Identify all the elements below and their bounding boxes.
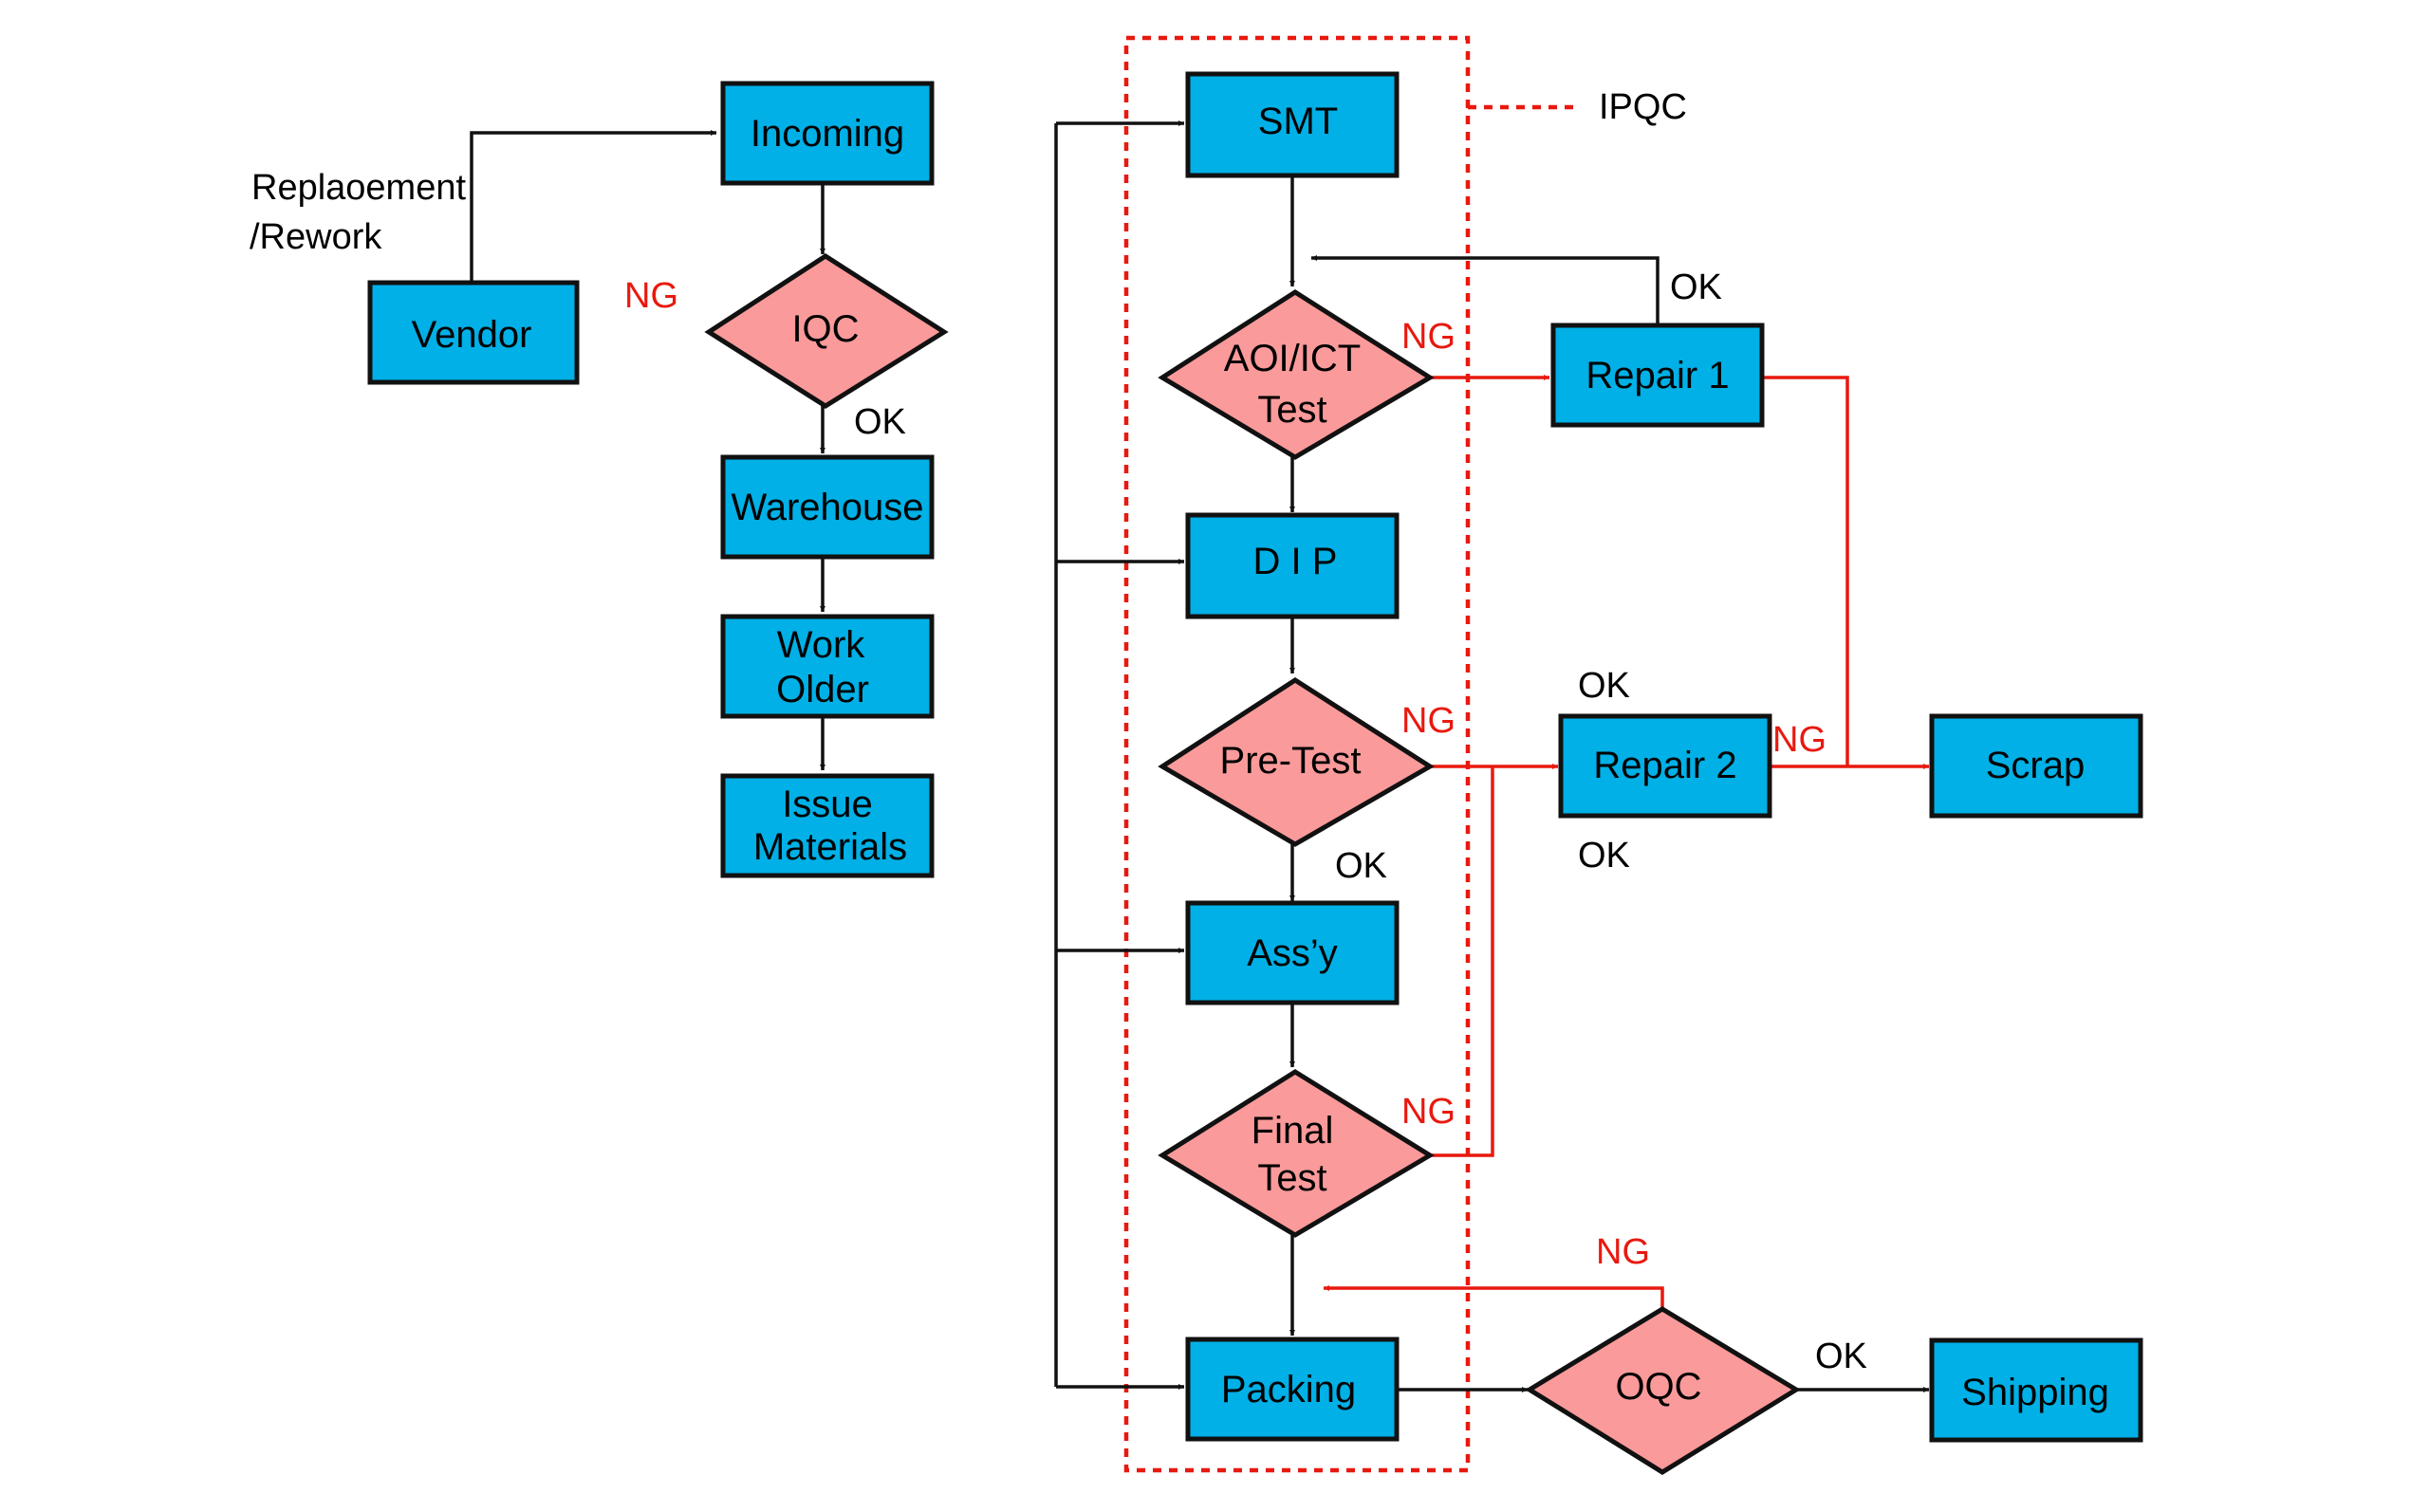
repair-2-label: Repair 2 [1593, 745, 1736, 786]
pre-test-label: Pre-Test [1220, 740, 1362, 782]
packing-box [1185, 1337, 1400, 1442]
incoming-label: Incoming [751, 113, 904, 155]
repair-1-label: Repair 1 [1585, 355, 1729, 396]
issue-materials-label-line-1: Issue [782, 784, 873, 825]
scrap-label: Scrap [1986, 745, 2086, 786]
repair-1-box [1550, 323, 1765, 428]
work-order-label-line-2: Older [776, 669, 869, 710]
scrap-box [1929, 713, 2143, 819]
final-test-diamond [1158, 1069, 1435, 1238]
oqc-ok-label: OK [1815, 1337, 1867, 1376]
warehouse-box [720, 454, 935, 560]
smt-label: SMT [1258, 101, 1338, 142]
aoi-ict-test-diamond [1158, 289, 1435, 460]
repair-2-ng-label: NG [1772, 720, 1826, 760]
assy-box [1185, 900, 1400, 1005]
vendor-box [367, 280, 580, 385]
issue-materials-label-line-2: Materials [753, 826, 907, 868]
shipping-box [1929, 1337, 2143, 1443]
repair-2-ok-top-label: OK [1578, 666, 1630, 706]
repair-2-ok-bottom-label: OK [1578, 836, 1630, 876]
oqc-label: OQC [1615, 1366, 1701, 1408]
iqc-ng-label: NG [624, 276, 678, 316]
ng-connectors [1324, 375, 1929, 1309]
repair-1-ok-label: OK [1670, 267, 1722, 307]
ipqc-label: IPQC [1599, 87, 1687, 127]
replacement-rework-label-line-1: Replaoement [251, 168, 466, 208]
oqc-diamond [1525, 1306, 1801, 1475]
dip-box [1185, 512, 1400, 619]
iqc-label: IQC [791, 308, 859, 350]
oqc-ng-label: NG [1596, 1232, 1650, 1272]
vendor-label: Vendor [412, 314, 532, 356]
shipping-label: Shipping [1961, 1372, 2109, 1413]
assy-label: Ass’y [1247, 932, 1338, 974]
aoi-ng-label: NG [1401, 317, 1456, 357]
iqc-diamond [704, 253, 949, 409]
packing-label: Packing [1221, 1369, 1356, 1411]
final-test-label-line-1: Final [1252, 1110, 1334, 1152]
pre-test-ng-label: NG [1401, 701, 1456, 741]
work-order-label-line-1: Work [777, 624, 866, 666]
pre-test-diamond [1158, 677, 1435, 847]
replacement-rework-label-line-2: /Rework [250, 217, 382, 257]
connectors [470, 120, 1929, 1392]
aoi-ict-test-label-line-2: Test [1257, 389, 1326, 431]
issue-materials-box [720, 773, 935, 878]
work-order-box [720, 614, 935, 719]
dip-label: D I P [1253, 541, 1338, 582]
iqc-ok-label: OK [854, 402, 906, 442]
aoi-ict-test-label-line-1: AOI/ICT [1224, 338, 1361, 379]
final-test-label-line-2: Test [1257, 1157, 1326, 1199]
repair-2-box [1558, 713, 1772, 819]
warehouse-label: Warehouse [731, 487, 923, 528]
pre-test-ok-label: OK [1335, 846, 1387, 886]
incoming-box [720, 81, 935, 186]
smt-box [1185, 71, 1400, 178]
final-test-ng-label: NG [1401, 1092, 1456, 1132]
